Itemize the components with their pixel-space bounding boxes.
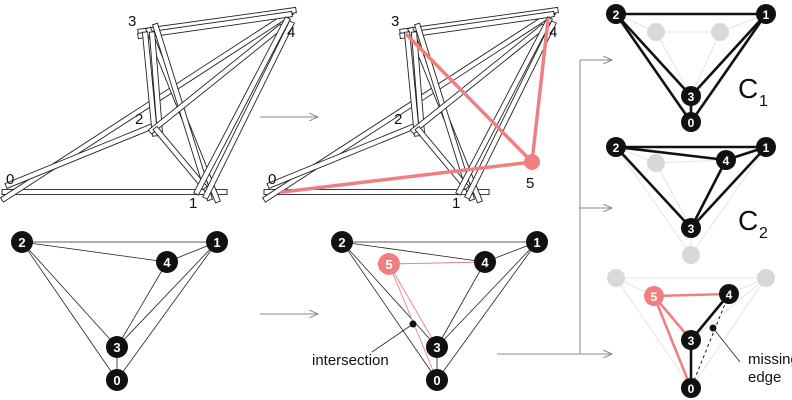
graph-nodes: 2 1 4 3 0 <box>11 231 228 391</box>
added-rod-3-5 <box>405 33 534 164</box>
cycle-c2: 2 1 4 3 C 2 <box>606 137 776 264</box>
c2-node-label-4: 4 <box>723 154 730 168</box>
rod-structure-original <box>0 6 297 204</box>
c1-node-label-1: 1 <box>763 8 770 22</box>
node-1 <box>206 231 228 253</box>
node-label-5: 5 <box>385 257 392 272</box>
intersection-leader <box>371 323 414 353</box>
c1-label-subscript: 1 <box>759 93 768 110</box>
missing-edge-leader <box>712 327 741 363</box>
node-2 <box>11 231 33 253</box>
c1-label: C <box>738 73 758 104</box>
g-node-label-4: 4 <box>726 288 733 302</box>
rod-label-1: 1 <box>189 195 197 212</box>
node-5-joint <box>524 154 540 170</box>
rod-label-2: 2 <box>135 111 143 128</box>
c1-node-label-2: 2 <box>613 8 620 22</box>
node-3 <box>426 336 448 358</box>
rod-4-1-b <box>193 16 291 196</box>
rod-3-1-b <box>413 22 476 202</box>
rod-2-1 <box>152 125 208 191</box>
rod-2-1 <box>414 125 470 191</box>
graph-original: 2 1 4 3 0 <box>11 231 228 391</box>
rod-4-1 <box>202 20 295 200</box>
rod-2-4 <box>147 23 285 135</box>
rod-4-1-b <box>455 16 553 196</box>
node-label-2: 2 <box>338 235 345 250</box>
missing-edge-label-2: edge <box>748 369 781 386</box>
node-1 <box>526 231 548 253</box>
rod-base <box>263 188 490 196</box>
rod-label-4: 4 <box>549 24 557 41</box>
c2-node-label-3: 3 <box>688 222 695 236</box>
rod-label-3: 3 <box>391 13 399 30</box>
node-4 <box>156 251 178 273</box>
c2-label: C <box>738 205 758 236</box>
g-node-label-0: 0 <box>688 382 695 396</box>
node-label-3: 3 <box>113 340 120 355</box>
rod-label-2: 2 <box>394 111 402 128</box>
node-label-0: 0 <box>433 373 440 388</box>
c2-node-label-1: 1 <box>763 141 770 155</box>
graph-nodes: 2 1 4 5 3 0 <box>331 231 548 391</box>
node-label-1: 1 <box>213 235 220 250</box>
node-0 <box>106 369 128 391</box>
rod-3-4-b <box>137 10 293 40</box>
added-rod-4-5 <box>530 18 550 164</box>
node-0 <box>426 369 448 391</box>
intersection-label: intersection <box>312 352 389 369</box>
node-5 <box>378 253 400 275</box>
rod-label-0: 0 <box>6 171 14 188</box>
rod-structure-extended <box>261 6 559 204</box>
c1-node-label-0: 0 <box>688 116 695 130</box>
added-rods <box>280 18 550 194</box>
node-label-2: 2 <box>18 235 25 250</box>
missing-edge-panel: 5 4 3 0 missing edge <box>607 269 792 398</box>
c2-node-label-2: 2 <box>613 141 620 155</box>
branch-connector <box>497 60 612 354</box>
rod-base <box>1 188 228 196</box>
rod-2-4 <box>409 23 547 135</box>
rod-labels-original: 3 4 2 0 1 <box>6 13 295 212</box>
g-node-label-5: 5 <box>651 290 658 304</box>
rod-label-0: 0 <box>268 171 276 188</box>
graph-edges <box>21 241 218 381</box>
rod-3-1-b <box>151 22 214 202</box>
rod-labels-extended: 3 4 2 0 1 5 <box>268 13 557 212</box>
missing-edge-line <box>690 293 730 389</box>
node-2 <box>331 231 353 253</box>
rod-label-4: 4 <box>287 24 295 41</box>
added-rod-0-5 <box>280 160 534 194</box>
cycle-c1: 2 1 3 0 C 1 <box>606 4 776 132</box>
c1-node-label-3: 3 <box>688 90 695 104</box>
rod-label-5: 5 <box>526 175 534 192</box>
graph-extended: intersection 2 1 4 5 3 0 <box>312 231 548 391</box>
rod-label-1: 1 <box>452 195 460 212</box>
rod-3-4-b <box>399 10 555 40</box>
node-label-0: 0 <box>113 373 120 388</box>
node-label-4: 4 <box>481 255 489 270</box>
c2-label-subscript: 2 <box>759 225 768 242</box>
node-label-3: 3 <box>433 340 440 355</box>
missing-edge-label-1: missing <box>748 351 792 368</box>
rod-label-3: 3 <box>128 13 136 30</box>
node-label-4: 4 <box>163 255 171 270</box>
rod-0-2 <box>4 121 160 189</box>
node-3 <box>106 336 128 358</box>
rod-4-1 <box>464 20 557 200</box>
node-4 <box>474 251 496 273</box>
g-node-label-3: 3 <box>688 334 695 348</box>
node-label-1: 1 <box>533 235 540 250</box>
